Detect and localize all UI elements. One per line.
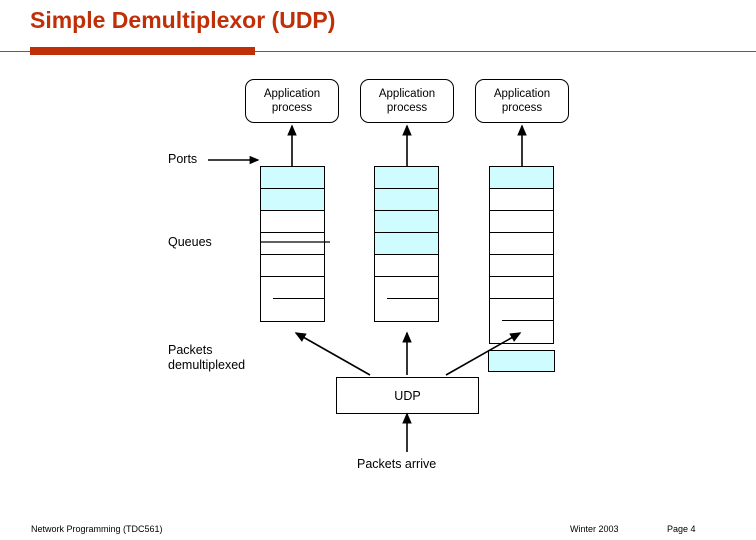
arrow-udp-to-queue1 xyxy=(294,332,371,376)
queue-2-cell-5 xyxy=(375,255,438,277)
queue-1-cell-4 xyxy=(261,233,324,255)
udp-box: UDP xyxy=(336,377,479,414)
queue-3-cell-5 xyxy=(490,255,553,277)
application-process-box-2: Application process xyxy=(360,79,454,123)
queue-2-cell-4 xyxy=(375,233,438,255)
queue-3-cell-2 xyxy=(490,189,553,211)
queue-1-cell-6 xyxy=(261,277,324,299)
label-packets-demultiplexed: Packets demultiplexed xyxy=(168,343,246,372)
page-title: Simple Demultiplexor (UDP) xyxy=(30,7,336,33)
app-box-1-line1: Application xyxy=(263,88,321,100)
queue-3-cell-4 xyxy=(490,233,553,255)
queue-2-cell-3 xyxy=(375,211,438,233)
app-box-1-line2: process xyxy=(271,102,313,114)
udp-label: UDP xyxy=(394,388,421,403)
queue-2-cell-1 xyxy=(375,167,438,189)
queue-3-cell-8 xyxy=(490,321,553,343)
application-process-box-1: Application process xyxy=(245,79,339,123)
footer-term: Winter 2003 xyxy=(570,524,619,534)
queue-3-cell-1 xyxy=(490,167,553,189)
label-packets-arrive: Packets arrive xyxy=(357,457,437,471)
queue-3-cell-3 xyxy=(490,211,553,233)
queue-column-1 xyxy=(260,166,325,322)
queue-3-cell-6 xyxy=(490,277,553,299)
queue-1-cell-2 xyxy=(261,189,324,211)
queue-2-cell-7 xyxy=(375,299,438,321)
queue-1-cell-7 xyxy=(261,299,324,321)
app-box-2-line2: process xyxy=(386,102,428,114)
queue-1-cell-5 xyxy=(261,255,324,277)
label-queues: Queues xyxy=(168,235,212,249)
loose-packet-cell xyxy=(488,350,555,372)
footer-page-number: Page 4 xyxy=(667,524,696,534)
app-box-3-line2: process xyxy=(501,102,543,114)
title-rule-thin xyxy=(0,51,756,52)
footer-course: Network Programming (TDC561) xyxy=(31,524,163,534)
queue-3-cell-7 xyxy=(490,299,553,321)
queue-1-cell-3 xyxy=(261,211,324,233)
queue-column-2 xyxy=(374,166,439,322)
queue-1-cell-1 xyxy=(261,167,324,189)
label-ports: Ports xyxy=(168,152,198,166)
queue-2-cell-6 xyxy=(375,277,438,299)
app-box-3-line1: Application xyxy=(493,88,551,100)
application-process-box-3: Application process xyxy=(475,79,569,123)
queue-column-3 xyxy=(489,166,554,344)
title-rule-thick xyxy=(30,47,255,55)
queue-2-cell-2 xyxy=(375,189,438,211)
app-box-2-line1: Application xyxy=(378,88,436,100)
